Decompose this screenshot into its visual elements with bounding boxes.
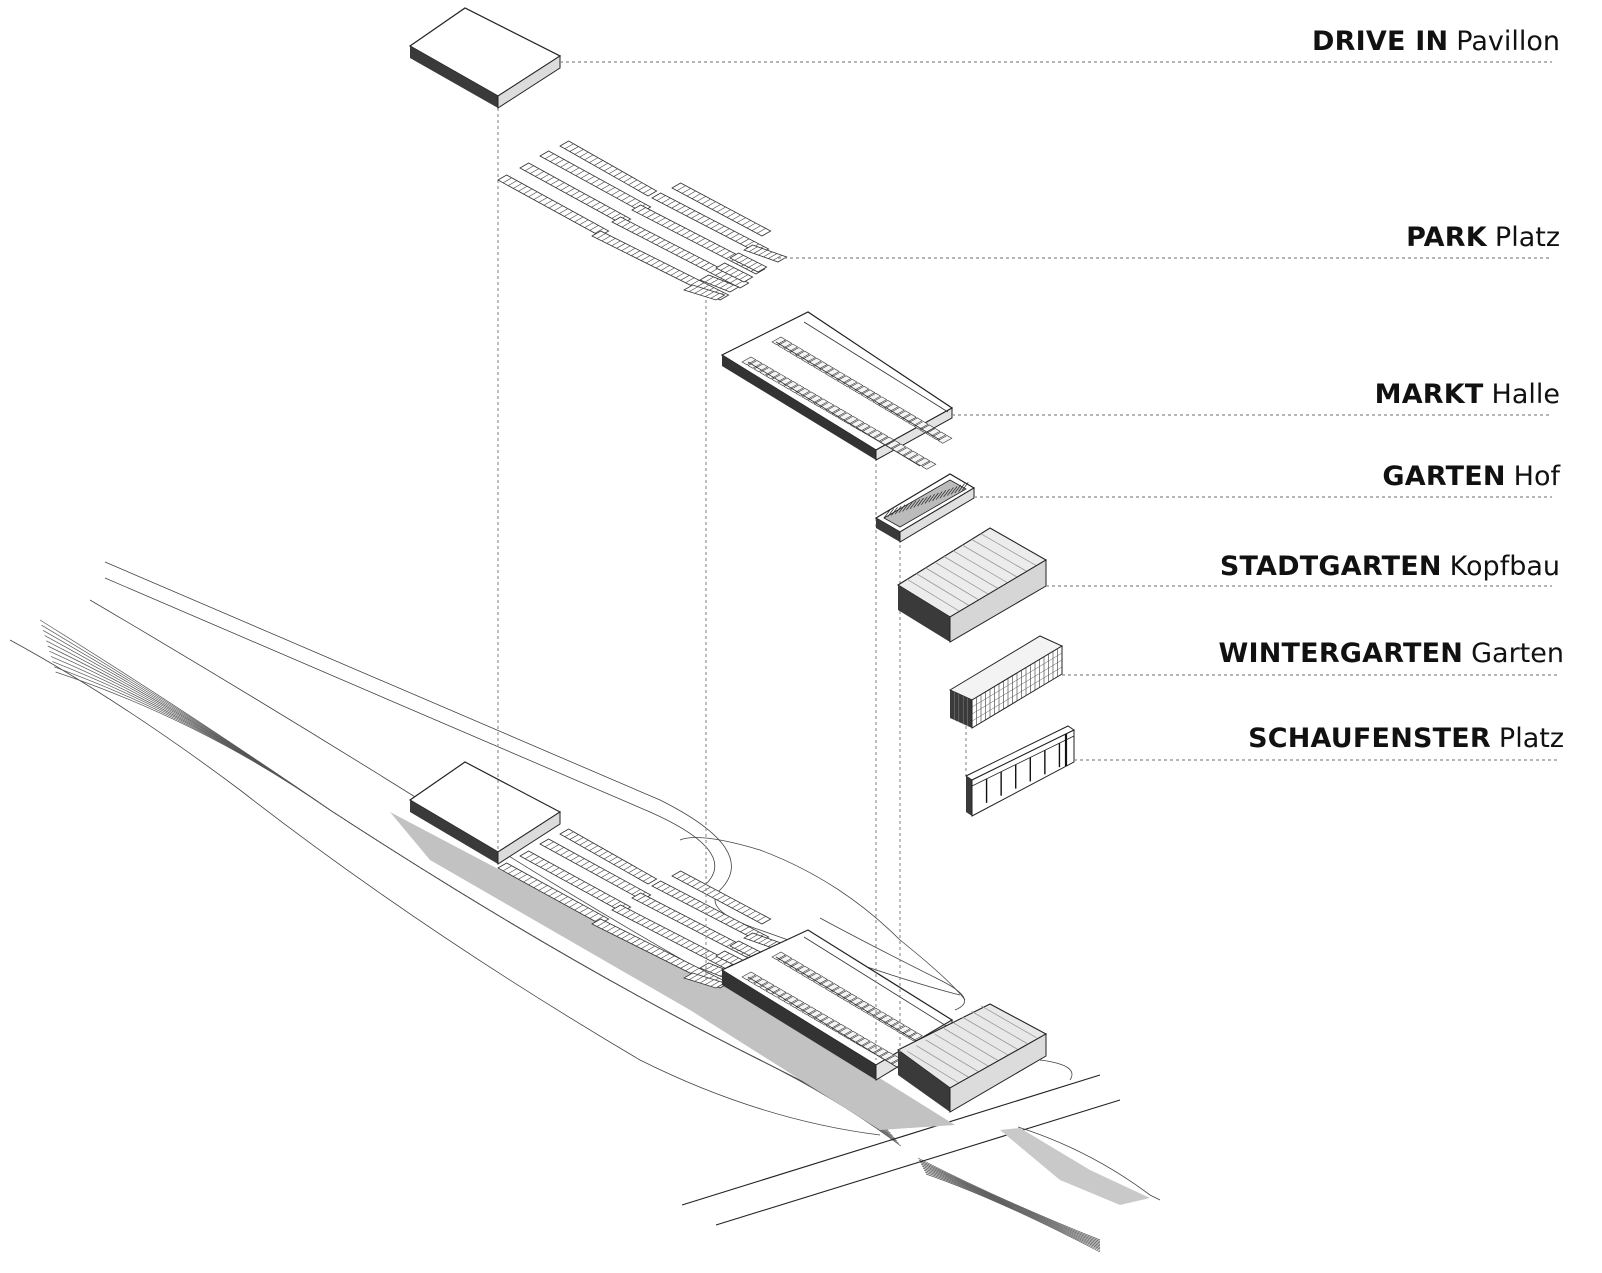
label-park-text: Platz (1494, 222, 1560, 253)
label-garten-text: Hof (1513, 461, 1560, 492)
railway-tracks-lower (917, 1157, 1101, 1253)
vertical-projection-lines (497, 108, 967, 1060)
label-wintergarten-bold: WINTERGARTEN (1218, 638, 1464, 669)
label-stadtgarten-text: Kopfbau (1449, 551, 1560, 582)
site-stadtgarten (896, 1003, 1048, 1113)
site-pavillon (408, 761, 562, 865)
layer-markt-halle (720, 311, 954, 470)
layer-schaufenster-platz (964, 725, 1076, 817)
label-markt-text: Halle (1491, 379, 1560, 410)
label-stadtgarten-bold: STADTGARTEN (1219, 551, 1442, 582)
label-schaufenster-text: Platz (1498, 723, 1564, 754)
layer-wintergarten-garten (948, 635, 1064, 729)
label-drive-in-text: Pavillon (1456, 26, 1560, 57)
layer-drive-in-pavillon (408, 7, 562, 109)
label-garten-bold: GARTEN (1382, 461, 1506, 492)
layer-garten-hof (874, 473, 976, 543)
site-parking (497, 828, 788, 989)
layer-stadtgarten-kopfbau (896, 527, 1048, 643)
label-markt-bold: MARKT (1374, 379, 1484, 410)
label-schaufenster-bold: SCHAUFENSTER (1248, 723, 1491, 754)
label-park-bold: PARK (1406, 222, 1487, 253)
label-drive-in-bold: DRIVE IN (1312, 26, 1449, 57)
railway-tracks (39, 619, 902, 1147)
leader-lines (560, 61, 1558, 761)
shadow-strip (390, 812, 955, 1130)
label-wintergarten-text: Garten (1471, 638, 1564, 669)
layer-park-platz (497, 140, 788, 301)
site-plan (9, 561, 1161, 1253)
